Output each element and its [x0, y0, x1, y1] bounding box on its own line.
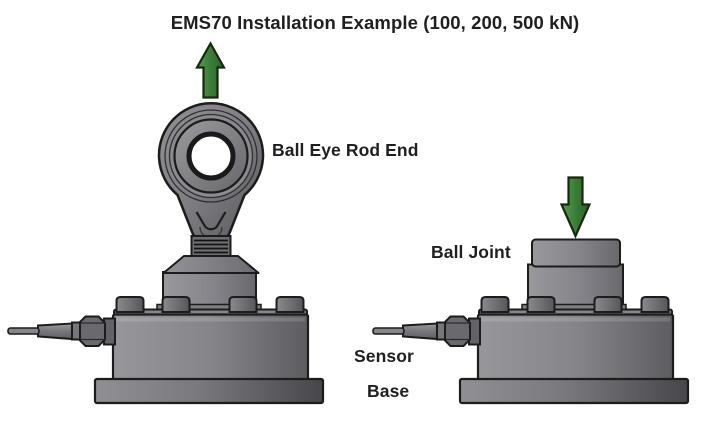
force-up-arrow-icon: [195, 41, 226, 99]
threaded-stud-graphic: [190, 235, 232, 257]
right-sensor-base-unit: [373, 297, 688, 403]
sensor-label: Sensor: [354, 346, 414, 366]
base-label: Base: [367, 381, 410, 401]
right-load-cell-assembly: [373, 176, 688, 404]
ball-eye-rod-end-graphic: [157, 102, 265, 240]
ball-eye-rod-end-label: Ball Eye Rod End: [272, 140, 419, 160]
page-title: EMS70 Installation Example (100, 200, 50…: [170, 12, 580, 33]
ball-joint-label: Ball Joint: [431, 242, 511, 262]
left-load-cell-assembly: [8, 41, 323, 404]
ball-joint-graphic: [527, 238, 624, 313]
force-down-arrow-icon: [559, 176, 592, 239]
left-sensor-base-unit: [8, 297, 323, 403]
adapter-cone-graphic: [162, 255, 260, 274]
